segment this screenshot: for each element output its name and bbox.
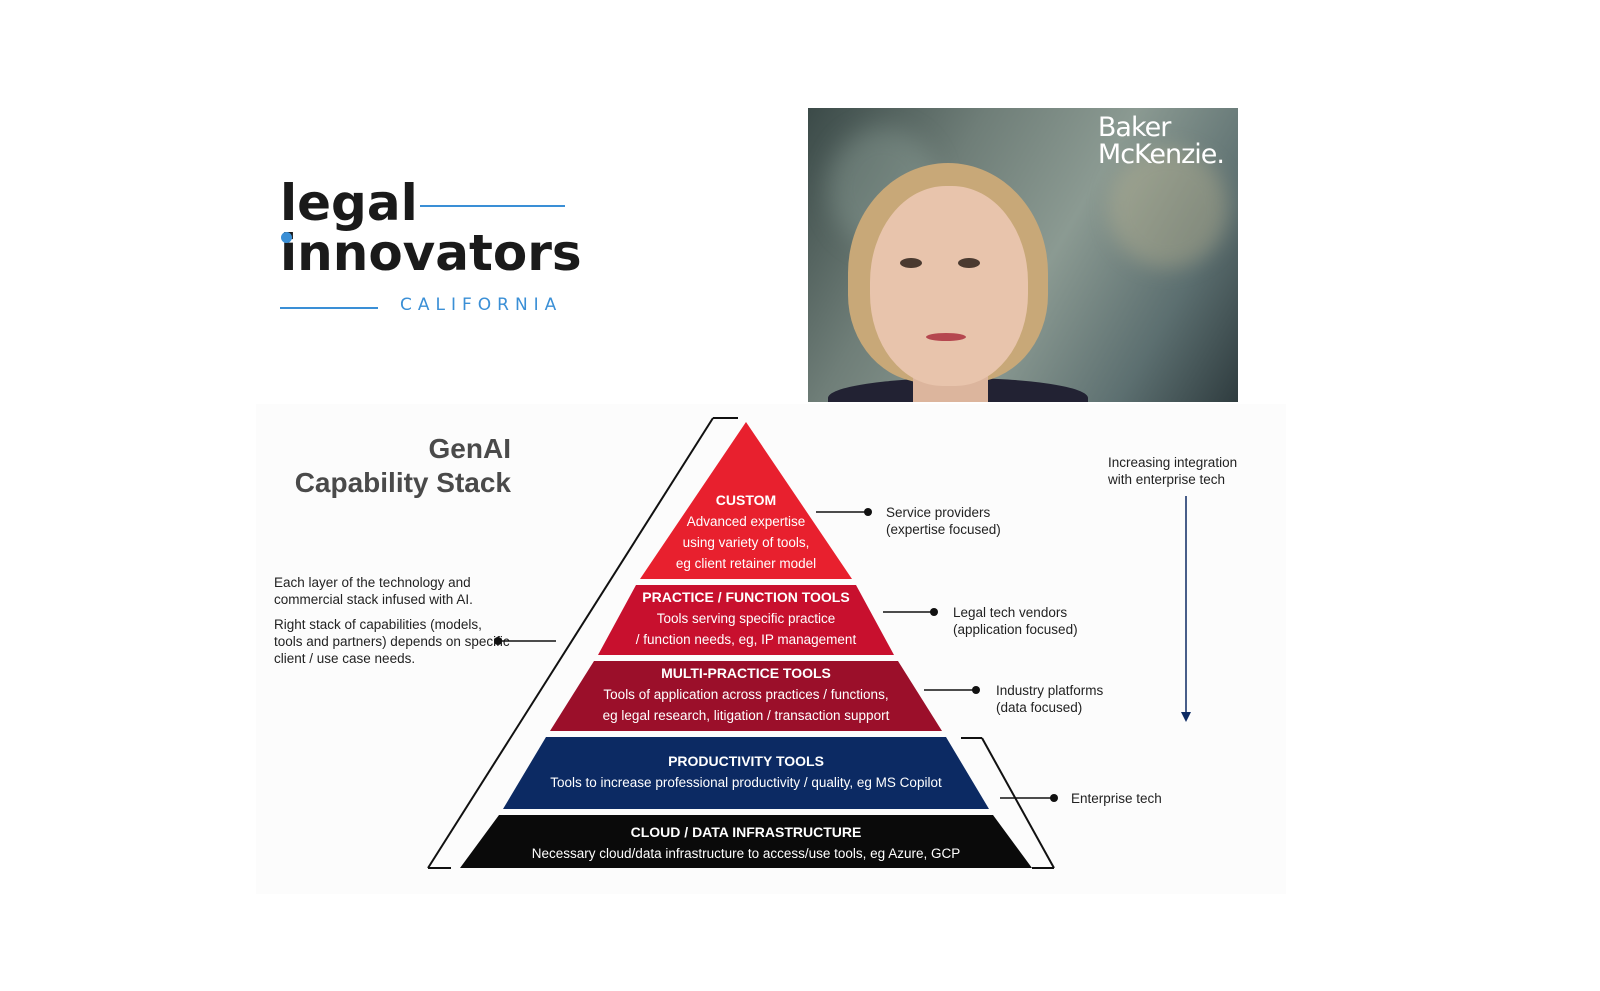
layer-multi-practice [550, 661, 942, 731]
speaker-mouth [926, 333, 966, 341]
logo-subtitle: CALIFORNIA [400, 295, 563, 315]
callout-legal-tech-vendors: Legal tech vendors (application focused) [953, 604, 1078, 638]
integration-line: Increasing integration [1108, 455, 1238, 470]
callout-line: Service providers [886, 505, 991, 520]
brand-line: Baker [1097, 112, 1171, 143]
left-note-paragraph: Right stack of capabilities (models, too… [274, 617, 510, 666]
layer-desc: Tools to increase professional productiv… [550, 775, 942, 790]
layer-desc: eg client retainer model [675, 556, 817, 571]
callout-industry-platforms: Industry platforms (data focused) [996, 682, 1103, 716]
layer-desc: Necessary cloud/data infrastructure to a… [531, 846, 961, 861]
callout-line: (expertise focused) [886, 522, 1001, 537]
layer-title: MULTI-PRACTICE TOOLS [661, 665, 831, 681]
layer-title: CLOUD / DATA INFRASTRUCTURE [630, 824, 862, 840]
brand-line: McKenzie. [1097, 139, 1225, 170]
layer-desc: eg legal research, litigation / transact… [602, 708, 890, 723]
callout-service-providers: Service providers (expertise focused) [886, 504, 1001, 538]
connector-dot [494, 637, 502, 645]
logo-dot [281, 232, 292, 243]
background-bokeh [1108, 148, 1228, 268]
integration-label: Increasing integration with enterprise t… [1108, 454, 1237, 488]
layer-label-cloud-data: CLOUD / DATA INFRASTRUCTURE Necessary cl… [476, 822, 1016, 864]
layer-custom [640, 422, 852, 579]
speaker-eye [958, 258, 980, 268]
legal-innovators-logo: legal innovators CALIFORNIA [280, 174, 582, 325]
layer-label-practice-function: PRACTICE / FUNCTION TOOLS Tools serving … [596, 587, 896, 650]
layer-practice-function [598, 585, 894, 655]
layer-label-multi-practice: MULTI-PRACTICE TOOLS Tools of applicatio… [556, 663, 936, 726]
layer-productivity [503, 737, 989, 809]
connector-dot [930, 608, 938, 616]
baker-mckenzie-logo: Baker McKenzie. [1097, 112, 1225, 170]
logo-word-legal: legal [280, 174, 418, 232]
layer-desc: / function needs, eg, IP management [635, 632, 857, 647]
left-note-paragraph: Each layer of the technology and commerc… [274, 575, 473, 607]
pyramid-diagram [427, 417, 1191, 869]
logo-rule-bottom [280, 307, 378, 309]
callout-line: Industry platforms [996, 683, 1104, 698]
callout-line: (data focused) [996, 700, 1083, 715]
layer-title: PRODUCTIVITY TOOLS [668, 753, 824, 769]
connector-dot [1050, 794, 1058, 802]
layer-label-custom: CUSTOM Advanced expertise using variety … [641, 490, 851, 574]
slide-title: GenAI Capability Stack [266, 432, 511, 500]
capability-stack-slide: GenAI Capability Stack Each layer of the… [256, 404, 1286, 894]
integration-line: with enterprise tech [1108, 472, 1226, 487]
speaker-eye [900, 258, 922, 268]
outer-bracket-left [427, 417, 714, 869]
callout-enterprise-tech: Enterprise tech [1071, 790, 1162, 807]
speaker-face [870, 186, 1028, 386]
layer-label-productivity: PRODUCTIVITY TOOLS Tools to increase pro… [506, 751, 986, 793]
layer-title: PRACTICE / FUNCTION TOOLS [642, 589, 850, 605]
layer-cloud-data [460, 815, 1032, 868]
left-note: Each layer of the technology and commerc… [274, 574, 514, 675]
logo-word-innovators: innovators [280, 224, 582, 282]
integration-arrow-head [1181, 712, 1191, 722]
logo-rule-top [420, 205, 565, 207]
layer-title: CUSTOM [715, 492, 777, 508]
layer-desc: Advanced expertise [686, 514, 806, 529]
speaker-video: Baker McKenzie. [808, 108, 1238, 402]
connector-dot [864, 508, 872, 516]
callout-line: (application focused) [953, 622, 1078, 637]
layer-desc: using variety of tools, [682, 535, 810, 550]
layer-desc: Tools serving specific practice [656, 611, 836, 626]
callout-line: Enterprise tech [1071, 791, 1162, 806]
connector-dot [972, 686, 980, 694]
callout-line: Legal tech vendors [953, 605, 1068, 620]
layer-desc: Tools of application across practices / … [603, 687, 889, 702]
title-line: GenAI [428, 433, 511, 464]
title-line: Capability Stack [294, 467, 511, 498]
enterprise-bracket [981, 737, 1055, 869]
